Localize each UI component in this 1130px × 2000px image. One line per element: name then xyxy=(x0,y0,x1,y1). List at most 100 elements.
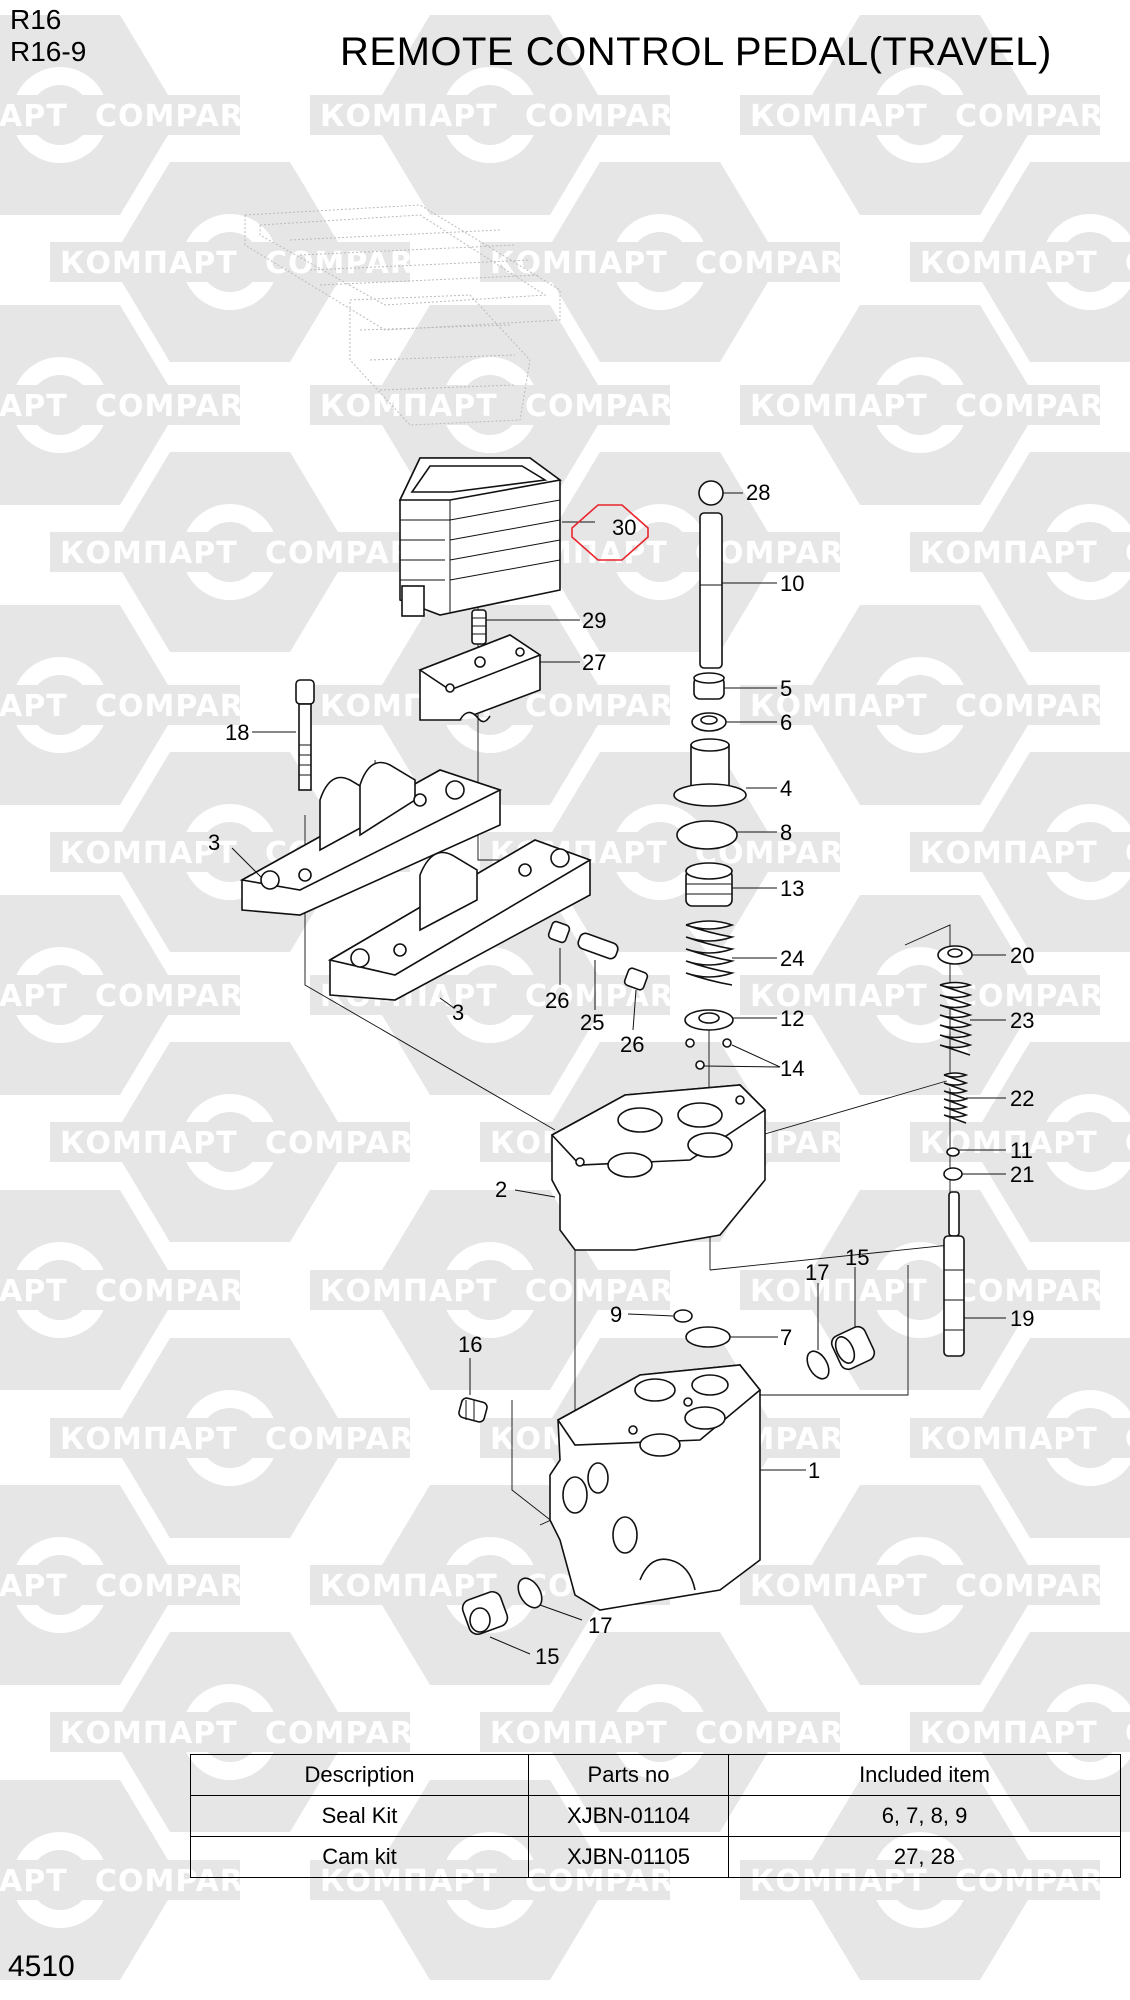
watermark-band xyxy=(480,1712,840,1752)
watermark-text-latin: COMPART xyxy=(695,536,864,571)
watermark-text-cyrillic: КОМПАРТ xyxy=(750,689,928,724)
callout-28: 28 xyxy=(746,480,770,505)
watermark-band xyxy=(910,242,1130,282)
watermark-band xyxy=(740,975,1100,1015)
callout-3-lower: 3 xyxy=(452,1000,464,1025)
watermark-band xyxy=(0,1270,240,1310)
watermark-band xyxy=(0,1565,240,1605)
watermark-text-cyrillic: КОМПАРТ xyxy=(60,1126,238,1161)
part-1-body xyxy=(549,1364,762,1611)
watermark-band xyxy=(50,1122,410,1162)
watermark-text-latin: COMPART xyxy=(695,246,864,281)
callout-3-upper: 3 xyxy=(208,830,220,855)
watermark-text-latin: COMPART xyxy=(955,99,1124,134)
part-3-bracket-lower xyxy=(327,839,592,1001)
callout-23: 23 xyxy=(1010,1008,1034,1033)
table-cell: Seal Kit xyxy=(190,1795,529,1837)
watermark-text-latin: COMPART xyxy=(95,389,264,424)
table-header-row: Description Parts no Included item xyxy=(190,1754,1121,1796)
watermark-band xyxy=(50,1418,410,1458)
part-11-washer xyxy=(946,1147,960,1157)
watermark-text-latin: COMPART xyxy=(525,99,694,134)
watermark-text-cyrillic: КОМПАРТ xyxy=(0,389,68,424)
watermark-text-cyrillic: КОМПАРТ xyxy=(920,1422,1098,1457)
watermark-text-latin: COMPART xyxy=(95,1569,264,1604)
callout-leader-lines xyxy=(231,492,1006,1655)
watermark-text-cyrillic: КОМПАРТ xyxy=(320,99,498,134)
watermark-text-cyrillic: КОМПАРТ xyxy=(920,246,1098,281)
watermark-text-cyrillic: КОМПАРТ xyxy=(0,689,68,724)
watermark-text-cyrillic: КОМПАРТ xyxy=(0,99,68,134)
watermark-band xyxy=(50,532,410,572)
callout-9: 9 xyxy=(610,1302,622,1327)
watermark-text-cyrillic: КОМПАРТ xyxy=(920,1126,1098,1161)
callout-13: 13 xyxy=(780,876,804,901)
part-13-spring-seat xyxy=(685,862,733,907)
part-16-plug xyxy=(458,1397,488,1423)
callout-4: 4 xyxy=(780,776,792,801)
pedal-ghost-outline xyxy=(244,204,561,426)
part-28-ball xyxy=(698,480,724,506)
part-24-spring xyxy=(685,920,736,986)
watermark-band xyxy=(910,1122,1130,1162)
watermark-band xyxy=(310,1270,670,1310)
watermark-band xyxy=(910,1418,1130,1458)
table-cell: XJBN-01105 xyxy=(528,1836,729,1878)
part-8-o-ring xyxy=(676,820,738,850)
callout-22: 22 xyxy=(1010,1086,1034,1111)
watermark-text-cyrillic: КОМПАРТ xyxy=(60,836,238,871)
watermark-text-latin: COMPART xyxy=(265,1716,434,1751)
watermark-text-cyrillic: КОМПАРТ xyxy=(0,1569,68,1604)
watermark-text-latin: COMPART xyxy=(1125,1422,1130,1457)
watermark-text-latin: COMPART xyxy=(265,1422,434,1457)
watermark-text-latin: COMPART xyxy=(695,1716,864,1751)
table-cell: 6, 7, 8, 9 xyxy=(728,1795,1121,1837)
callout-30: 30 xyxy=(612,515,636,540)
watermark-text-cyrillic: КОМПАРТ xyxy=(490,1716,668,1751)
callout-1: 1 xyxy=(808,1458,820,1483)
watermark-band xyxy=(740,95,1100,135)
callout-17-lower: 17 xyxy=(588,1613,612,1638)
watermark-text-cyrillic: КОМПАРТ xyxy=(750,389,928,424)
watermark-text-cyrillic: КОМПАРТ xyxy=(0,979,68,1014)
callout-6: 6 xyxy=(780,710,792,735)
page-title: REMOTE CONTROL PEDAL(TRAVEL) xyxy=(340,30,1052,74)
part-17-o-ring-upper xyxy=(806,1350,830,1380)
model-line-2: R16-9 xyxy=(10,36,87,67)
part-9-o-ring xyxy=(673,1309,693,1323)
watermark-band xyxy=(740,1565,1100,1605)
table-cell: 27, 28 xyxy=(728,1836,1121,1878)
watermark-band xyxy=(310,95,670,135)
kits-table: Description Parts no Included item Seal … xyxy=(190,1754,1121,1878)
watermark-text-latin: COMPART xyxy=(1125,836,1130,871)
watermark-text-cyrillic: КОМПАРТ xyxy=(750,1569,928,1604)
part-4-guide xyxy=(673,738,747,807)
watermark-text-latin: COMPART xyxy=(95,99,264,134)
watermark-text-cyrillic: КОМПАРТ xyxy=(60,246,238,281)
watermark-text-latin: COMPART xyxy=(1125,246,1130,281)
watermark-text-latin: COMPART xyxy=(265,246,434,281)
watermark-text-latin: COMPART xyxy=(525,389,694,424)
part-27-cam xyxy=(418,634,542,723)
page-number: 4510 xyxy=(8,1950,75,1983)
watermark-text-latin: COMPART xyxy=(265,1126,434,1161)
watermark-text-cyrillic: КОМПАРТ xyxy=(320,1569,498,1604)
callout-2: 2 xyxy=(495,1177,507,1202)
watermark-text-latin: COMPART xyxy=(95,1274,264,1309)
watermark-text-cyrillic: КОМПАРТ xyxy=(0,1864,68,1899)
watermark-band xyxy=(910,832,1130,872)
part-20-spring-seat xyxy=(937,945,973,965)
watermark-text-cyrillic: КОМПАРТ xyxy=(750,979,928,1014)
watermark-band xyxy=(0,975,240,1015)
part-15-plug-upper xyxy=(830,1325,876,1371)
watermark-text-latin: COMPART xyxy=(95,979,264,1014)
table-header-included-item: Included item xyxy=(728,1754,1121,1796)
watermark-text-latin: COMPART xyxy=(955,689,1124,724)
watermark-band xyxy=(910,532,1130,572)
watermark-band xyxy=(0,685,240,725)
watermark-text-cyrillic: КОМПАРТ xyxy=(320,389,498,424)
part-15-plug-lower xyxy=(461,1590,509,1636)
callout-19: 19 xyxy=(1010,1306,1034,1331)
watermark-text-latin: COMPART xyxy=(525,979,694,1014)
